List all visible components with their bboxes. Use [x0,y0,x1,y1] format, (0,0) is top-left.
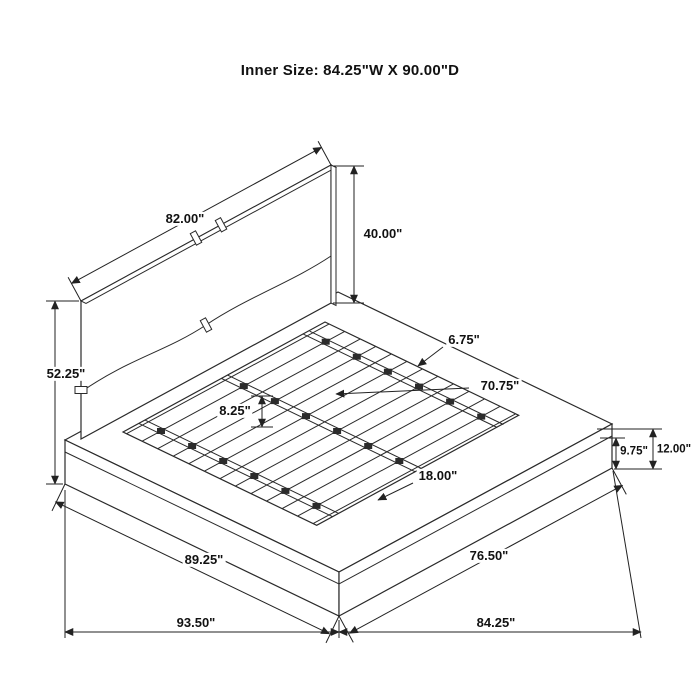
dim-label-side-rim-width: 6.75" [446,331,482,348]
headboard-seam-clip [199,317,213,333]
dim-slat-spacing [251,395,273,428]
dim-overall-depth [338,471,642,638]
dim-label-side-edge-length: 89.25" [182,551,226,568]
headboard-side-edge [331,165,336,305]
dim-label-foot-edge-length: 76.50" [467,547,511,564]
dim-headboard-panel-height [333,165,364,304]
dim-label-headboard-panel-height: 40.00" [361,225,405,242]
deck-inner-frame [123,322,519,525]
dim-slat-length [335,388,469,398]
dim-label-foot-ledge-depth: 18.00" [416,467,460,484]
dim-label-headboard-total-height: 52.25" [44,365,88,382]
dim-label-rail-height: 9.75" [619,445,649,459]
headboard-seam-clip [74,386,88,394]
dim-label-slat-length: 70.75" [478,377,522,394]
dim-label-overall-width: 93.50" [174,614,218,631]
dim-label-overall-depth: 84.25" [474,614,518,631]
dim-label-slat-spacing: 8.25" [217,402,253,419]
dim-side-rim-width [417,347,443,367]
dim-headboard-total-height [46,300,79,485]
dim-label-platform-height: 12.00" [655,443,693,457]
dim-rail-height [600,437,625,470]
diagram-title: Inner Size: 84.25"W X 90.00"D [240,62,460,79]
dim-label-headboard-width: 82.00" [163,210,207,227]
slat-support-rails [139,331,504,517]
dim-platform-height [597,428,662,470]
